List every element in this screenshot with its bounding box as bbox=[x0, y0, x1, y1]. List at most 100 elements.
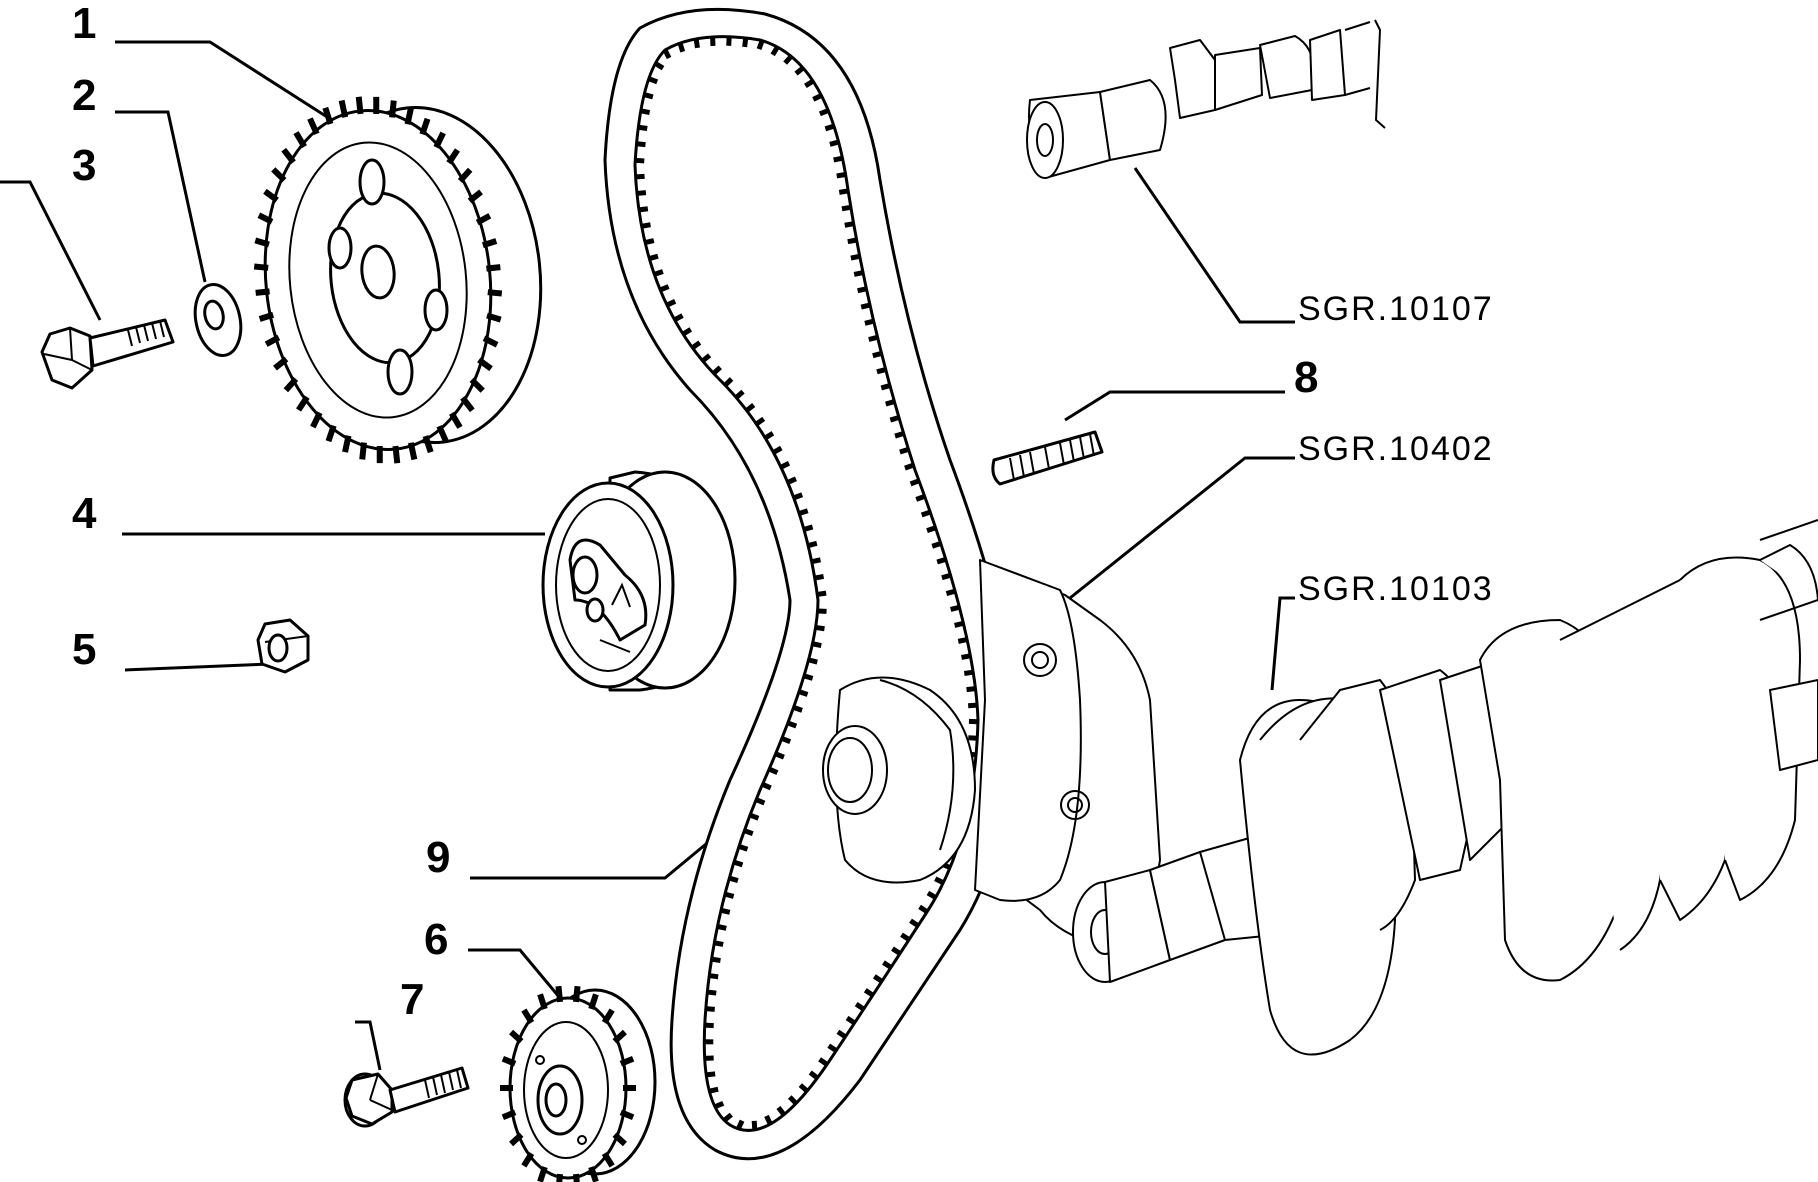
gear-tooth bbox=[588, 1166, 599, 1182]
gear-tooth bbox=[307, 117, 320, 136]
gear-tooth bbox=[619, 1109, 635, 1121]
belt-tooth bbox=[693, 38, 700, 49]
sprocket-6-teeth bbox=[500, 985, 636, 1182]
gear-tooth bbox=[501, 1055, 517, 1067]
camshaft-pulley-part-1 bbox=[253, 96, 543, 464]
belt-tooth bbox=[863, 988, 875, 998]
belt-tooth bbox=[807, 657, 818, 665]
belt-tooth bbox=[653, 269, 664, 277]
belt-tooth bbox=[720, 907, 731, 915]
belt-tooth bbox=[704, 1022, 714, 1029]
belt-tooth bbox=[776, 1105, 786, 1117]
belt-tooth bbox=[734, 389, 745, 400]
belt-tooth bbox=[926, 525, 937, 533]
gear-tooth bbox=[310, 411, 323, 429]
gear-tooth bbox=[392, 445, 401, 464]
gear-tooth bbox=[283, 377, 299, 393]
gear-tooth bbox=[521, 1151, 535, 1168]
belt-tooth bbox=[786, 476, 797, 485]
belt-tooth bbox=[724, 891, 735, 899]
belt-tooth bbox=[836, 1029, 847, 1039]
gear-tooth bbox=[322, 106, 334, 125]
gear-tooth bbox=[572, 1173, 580, 1182]
callout-9: 9 bbox=[426, 833, 450, 882]
leader-7 bbox=[355, 1020, 382, 1071]
gear-tooth bbox=[457, 167, 473, 183]
gear-tooth bbox=[254, 237, 270, 248]
gear-tooth bbox=[475, 213, 492, 226]
belt-tooth bbox=[648, 253, 659, 261]
tensioner-part-4 bbox=[541, 470, 737, 692]
belt-tooth bbox=[738, 843, 749, 852]
belt-tooth bbox=[815, 624, 825, 632]
belt-tooth bbox=[654, 61, 665, 71]
belt-tooth bbox=[751, 1120, 758, 1131]
belt-tooth bbox=[728, 875, 739, 883]
belt-tooth bbox=[853, 270, 864, 277]
leader-9 bbox=[470, 818, 736, 880]
belt-tooth bbox=[763, 431, 775, 441]
belt-tooth bbox=[966, 686, 976, 693]
belt-tooth bbox=[950, 604, 961, 612]
belt-tooth bbox=[701, 353, 712, 363]
gear-tooth bbox=[501, 1109, 517, 1121]
belt-tooth bbox=[716, 924, 727, 931]
belt-tooth bbox=[909, 918, 920, 928]
flange-bolt-part-7 bbox=[343, 1066, 470, 1128]
crankshaft-reference bbox=[1072, 519, 1818, 1056]
gear-tooth bbox=[436, 424, 449, 443]
belt-tooth bbox=[798, 689, 809, 697]
belt-tooth bbox=[804, 79, 815, 88]
belt-tooth bbox=[954, 620, 964, 628]
belt-tooth bbox=[756, 39, 765, 50]
gear-tooth bbox=[296, 395, 310, 412]
belt-tooth bbox=[882, 960, 893, 970]
belt-tooth bbox=[637, 124, 648, 131]
gear-tooth bbox=[521, 1008, 535, 1025]
ref-water-pump: SGR.10402 bbox=[1298, 430, 1494, 468]
callout-4: 4 bbox=[72, 489, 97, 538]
belt-tooth bbox=[743, 828, 754, 837]
belt-tooth bbox=[787, 1095, 798, 1106]
callout-8: 8 bbox=[1294, 353, 1318, 402]
gear-tooth bbox=[338, 99, 349, 118]
belt-tooth bbox=[904, 462, 915, 471]
belt-tooth bbox=[872, 974, 884, 984]
callout-6: 6 bbox=[424, 915, 448, 964]
gear-tooth bbox=[407, 442, 418, 461]
gear-tooth bbox=[359, 442, 367, 460]
gear-tooth bbox=[433, 131, 446, 149]
belt-tooth bbox=[798, 1083, 809, 1093]
belt-tooth bbox=[705, 1071, 716, 1078]
belt-tooth bbox=[900, 932, 911, 942]
belt-tooth bbox=[733, 859, 744, 868]
belt-tooth bbox=[931, 541, 942, 549]
belt-tooth bbox=[764, 1114, 773, 1126]
gear-tooth bbox=[263, 188, 279, 203]
belt-tooth bbox=[909, 478, 920, 487]
belt-tooth bbox=[894, 431, 905, 439]
belt-tooth bbox=[803, 524, 814, 532]
belt-tooth bbox=[792, 492, 804, 501]
camshaft-reference bbox=[1026, 19, 1386, 179]
belt-tooth bbox=[772, 445, 783, 455]
belt-tooth bbox=[780, 736, 792, 745]
gear-tooth bbox=[449, 411, 463, 429]
belt-tooth bbox=[841, 204, 852, 212]
belt-tooth bbox=[662, 48, 672, 60]
belt-tooth bbox=[868, 334, 879, 342]
gear-tooth bbox=[556, 1173, 564, 1182]
belt-tooth bbox=[926, 890, 937, 900]
belt-tooth bbox=[722, 1112, 733, 1123]
belt-tooth bbox=[640, 108, 651, 115]
belt-tooth bbox=[647, 76, 659, 85]
belt-tooth bbox=[838, 188, 849, 195]
belt-tooth bbox=[915, 494, 926, 502]
belt-tooth bbox=[677, 42, 686, 53]
gear-tooth bbox=[619, 1055, 635, 1067]
belt-tooth bbox=[774, 751, 785, 760]
belt-tooth bbox=[711, 365, 722, 376]
belt-tooth bbox=[920, 509, 932, 518]
gear-tooth bbox=[486, 312, 502, 323]
gear-tooth bbox=[572, 985, 581, 1003]
